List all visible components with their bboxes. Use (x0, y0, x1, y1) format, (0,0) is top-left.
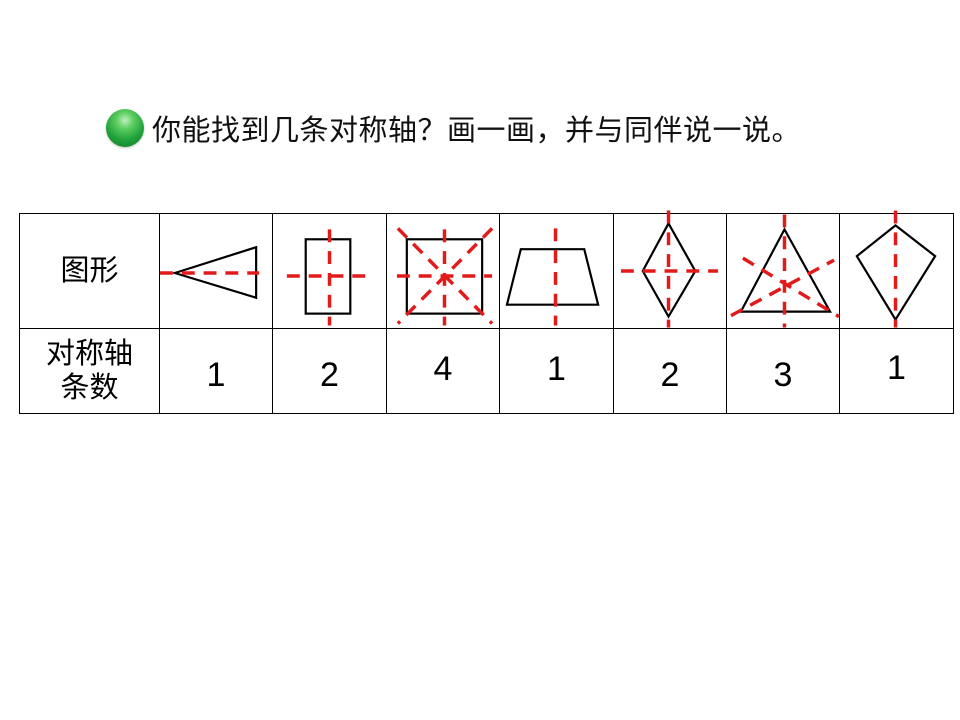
axis-count-cell: 3 (726, 328, 840, 414)
axis-count-value: 1 (206, 355, 226, 394)
isosceles-trapezoid-icon (505, 228, 600, 326)
shape-row-header: 图形 (19, 213, 160, 329)
shape-cell-rectangle (272, 213, 387, 329)
shape-cell-square (386, 213, 500, 329)
axis-count-row: 对称轴 条数 1 2 4 1 2 3 1 (19, 328, 954, 414)
axis-count-value: 2 (660, 355, 680, 394)
rectangle-icon (286, 229, 375, 326)
axis-count-cell: 1 (159, 328, 273, 414)
green-ball-bullet-icon (106, 109, 144, 147)
exercise-header: 你能找到几条对称轴？画一画，并与同伴说一说。 (106, 108, 801, 148)
rhombus-icon (620, 210, 719, 328)
equilateral-triangle-icon (730, 214, 840, 328)
axis-count-value: 1 (547, 349, 566, 388)
shape-cell-kite (839, 210, 954, 329)
shape-cell-isosceles-trapezoid (499, 213, 614, 329)
axis-count-cell: 2 (272, 328, 387, 414)
axis-count-cell: 1 (499, 328, 614, 414)
axis-count-cell: 4 (386, 328, 500, 414)
shape-label: 图形 (60, 255, 119, 287)
axis-count-label-line1: 对称轴 (45, 338, 133, 370)
shape-cell-isosceles-triangle (159, 213, 273, 329)
axis-count-value: 2 (320, 355, 339, 394)
shape-cell-rhombus (613, 210, 727, 329)
axis-count-value: 1 (887, 348, 906, 387)
axis-count-cell: 2 (613, 328, 727, 414)
symmetry-axes-table: 图形 (19, 210, 954, 414)
axis-count-row-header: 对称轴 条数 (19, 328, 160, 414)
axis-count-cell: 1 (839, 328, 954, 414)
axis-count-value: 3 (773, 355, 793, 394)
square-icon (396, 227, 494, 326)
axis-count-label-line2: 条数 (60, 372, 119, 404)
isosceles-triangle-icon (160, 245, 260, 300)
shape-cell-equilateral-triangle (726, 213, 840, 329)
kite-icon (855, 210, 937, 328)
axis-count-value: 4 (433, 349, 453, 388)
shape-row: 图形 (19, 210, 954, 329)
exercise-prompt: 你能找到几条对称轴？画一画，并与同伴说一说。 (152, 113, 802, 147)
